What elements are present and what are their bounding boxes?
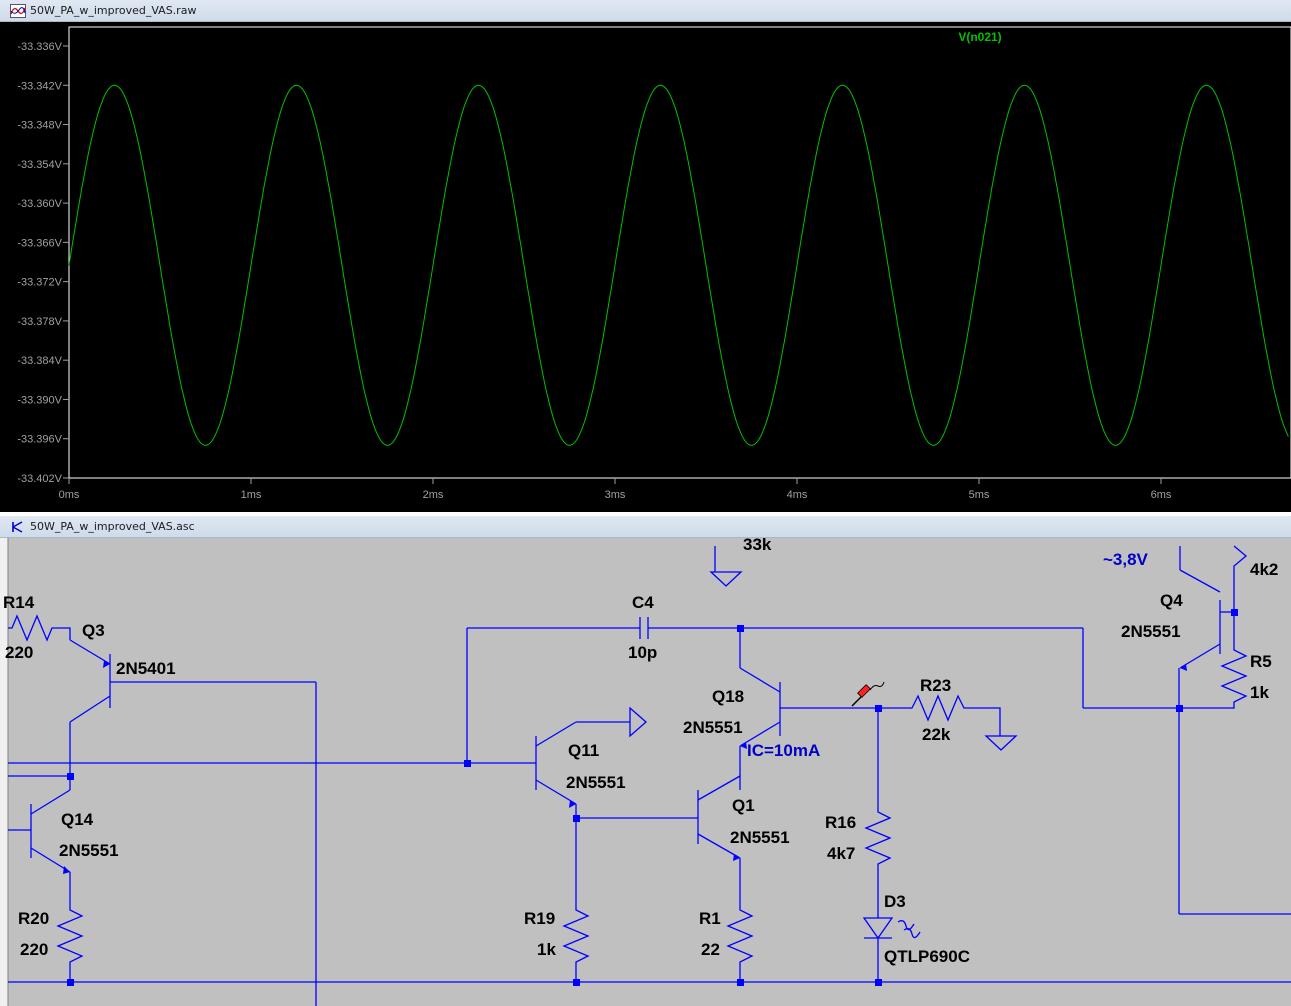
y-tick-label: -33.402V: [17, 473, 62, 485]
label-q18-model: 2N5551: [683, 718, 743, 737]
label-r5-value: 1k: [1250, 683, 1269, 702]
label-r19: R19: [524, 909, 555, 928]
y-tick-label: -33.372V: [17, 277, 62, 289]
label-c4: C4: [632, 593, 654, 612]
label-q3: Q3: [82, 621, 105, 640]
label-d3-model: QTLP690C: [884, 947, 970, 966]
label-r20: R20: [18, 909, 49, 928]
x-tick-label: 3ms: [605, 489, 626, 501]
schematic-window-title: 50W_PA_w_improved_VAS.asc: [30, 520, 195, 533]
label-r20-value: 220: [20, 940, 48, 959]
junction-dots: [67, 609, 1238, 986]
label-r16: R16: [825, 813, 856, 832]
x-tick-label: 4ms: [787, 489, 808, 501]
waveform-plot-area[interactable]: V(n021) -33.336V -33.342V -33.348V -33.354V…: [0, 22, 1291, 512]
label-r5: R5: [1250, 652, 1272, 671]
label-r1: R1: [699, 909, 721, 928]
trace-label[interactable]: V(n021): [958, 30, 1001, 44]
label-q11: Q11: [568, 741, 599, 760]
x-tick-label: 0ms: [59, 489, 80, 501]
waveform-file-icon: [10, 4, 26, 18]
label-r14: R14: [3, 593, 35, 612]
annotation-voltage-q4: ~3,8V: [1103, 550, 1149, 569]
y-tick-label: -33.354V: [17, 159, 62, 171]
label-r14-value: 220: [5, 643, 33, 662]
waveform-window: 50W_PA_w_improved_VAS.raw V(n021) -33.33…: [0, 0, 1291, 512]
transistor-arrows: [63, 660, 1187, 874]
x-axis-ticks: 0ms 1ms 2ms 3ms 4ms 5ms 6ms: [59, 478, 1172, 501]
voltage-probe-icon[interactable]: [851, 681, 885, 707]
annotation-ic: IC=10mA: [747, 741, 820, 760]
y-tick-label: -33.360V: [17, 198, 62, 210]
label-c4-value: 10p: [628, 643, 657, 662]
label-r1-value: 22: [701, 940, 720, 959]
x-tick-label: 2ms: [423, 489, 444, 501]
label-r-top-value: 4k2: [1250, 560, 1278, 579]
plot-frame: [68, 26, 1291, 479]
label-q11-model: 2N5551: [566, 773, 626, 792]
schematic-canvas[interactable]: 33k R14 220 Q3 2N5401 Q14 2N5551 R20 220…: [0, 538, 1291, 1006]
schematic-window-titlebar[interactable]: 50W_PA_w_improved_VAS.asc: [0, 516, 1291, 538]
label-q4: Q4: [1160, 591, 1183, 610]
label-q4-model: 2N5551: [1121, 622, 1181, 641]
y-axis-ticks: -33.336V -33.342V -33.348V -33.354V -33.360V…: [17, 41, 69, 485]
y-tick-label: -33.366V: [17, 237, 62, 249]
label-q18: Q18: [712, 687, 744, 706]
y-tick-label: -33.348V: [17, 120, 62, 132]
label-r19-value: 1k: [537, 940, 556, 959]
label-top-cut: 33k: [743, 538, 772, 554]
waveform-window-titlebar[interactable]: 50W_PA_w_improved_VAS.raw: [0, 0, 1291, 22]
schematic-file-icon: [12, 521, 23, 533]
trace-line: [68, 84, 1289, 446]
y-tick-label: -33.336V: [17, 41, 62, 53]
label-q3-model: 2N5401: [116, 659, 176, 678]
y-tick-label: -33.390V: [17, 394, 62, 406]
x-tick-label: 1ms: [241, 489, 262, 501]
x-tick-label: 5ms: [969, 489, 990, 501]
label-r23: R23: [920, 676, 951, 695]
label-q14-model: 2N5551: [59, 841, 119, 860]
label-d3: D3: [884, 892, 906, 911]
label-r16-value: 4k7: [827, 844, 855, 863]
label-r23-value: 22k: [922, 725, 951, 744]
y-tick-label: -33.396V: [17, 434, 62, 446]
y-tick-label: -33.378V: [17, 316, 62, 328]
label-q1: Q1: [732, 796, 755, 815]
schematic-window: 50W_PA_w_improved_VAS.asc: [0, 516, 1291, 1006]
y-tick-label: -33.342V: [17, 80, 62, 92]
label-q14: Q14: [61, 810, 94, 829]
label-q1-model: 2N5551: [730, 828, 790, 847]
x-tick-label: 6ms: [1151, 489, 1172, 501]
y-tick-label: -33.384V: [17, 355, 62, 367]
waveform-window-title: 50W_PA_w_improved_VAS.raw: [30, 4, 197, 17]
